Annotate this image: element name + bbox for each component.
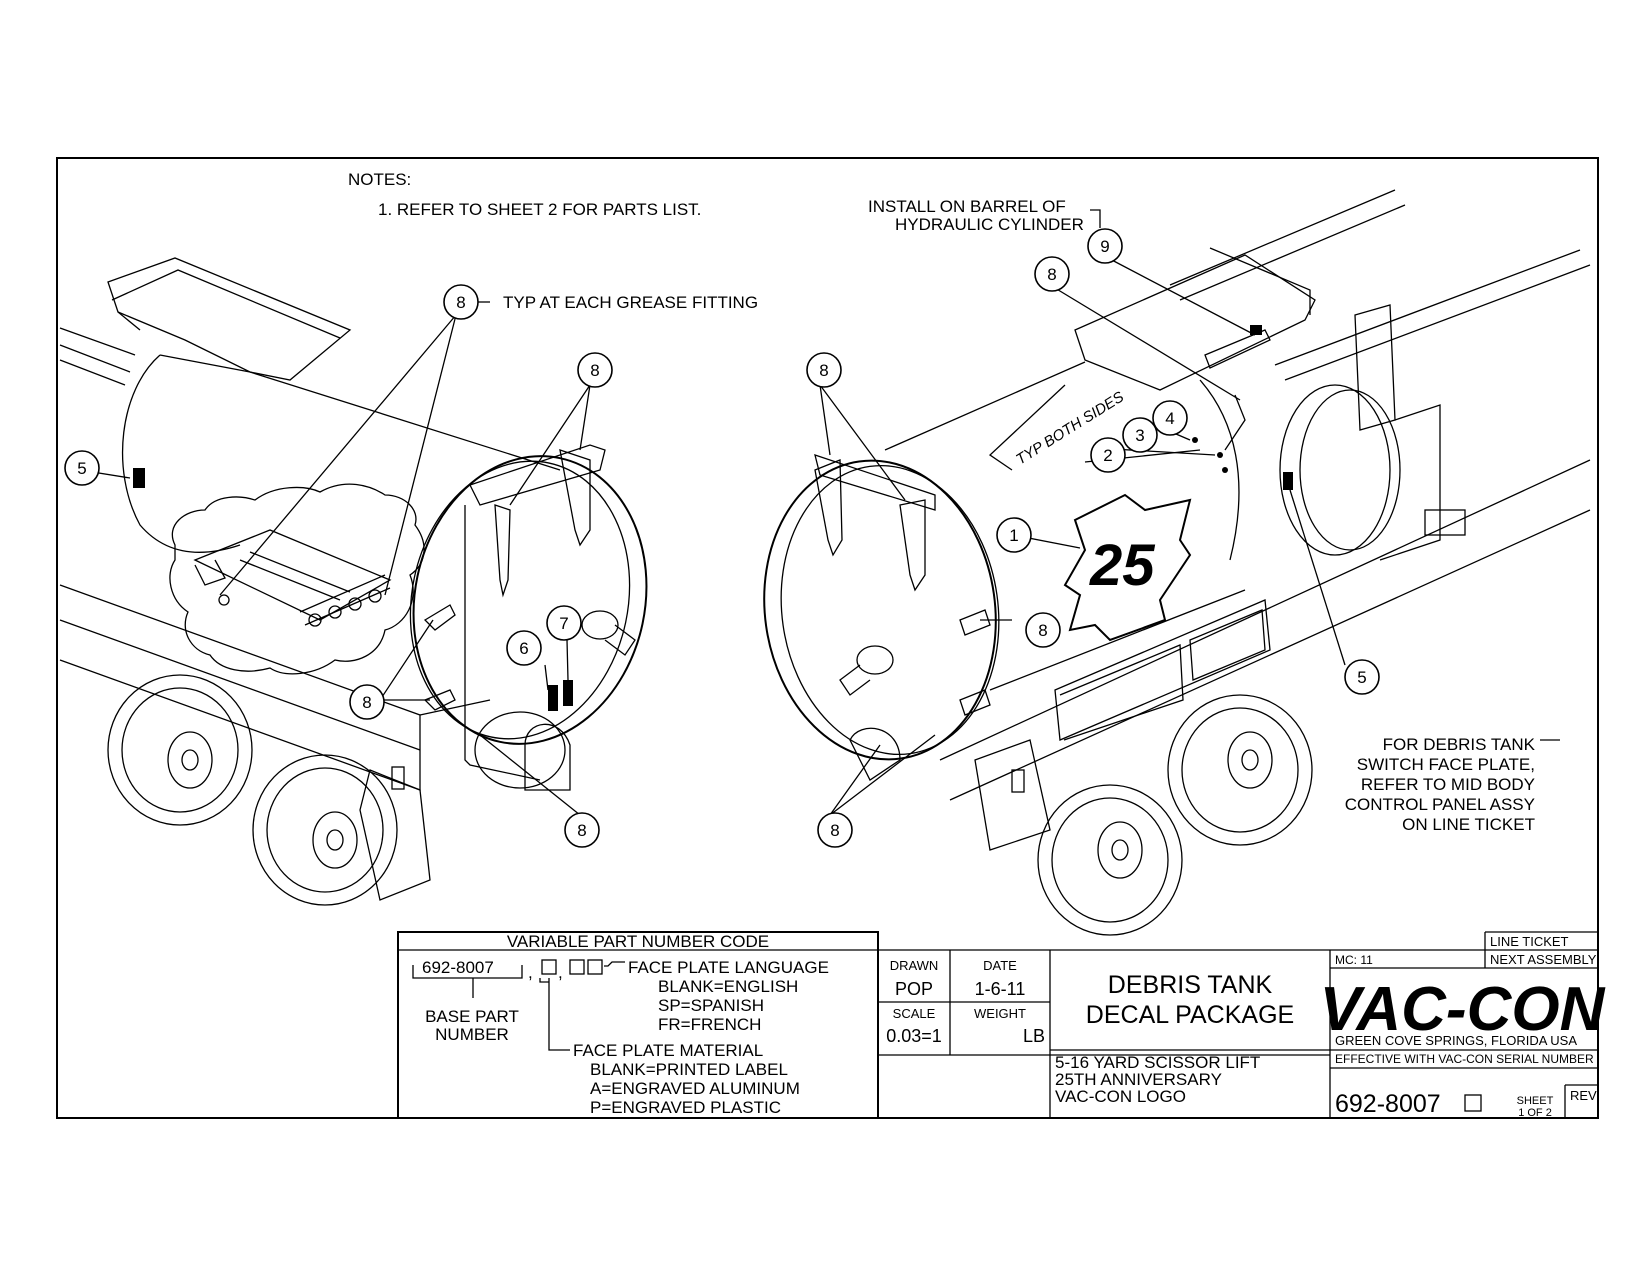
balloon-9: 9 xyxy=(1087,228,1123,264)
variable-code-title: VARIABLE PART NUMBER CODE xyxy=(507,932,769,951)
language-code-box-2 xyxy=(587,959,603,975)
weight-label: WEIGHT xyxy=(974,1006,1026,1021)
sheet-label: SHEET xyxy=(1517,1095,1554,1107)
svg-text:3: 3 xyxy=(1135,426,1144,445)
effective-label: EFFECTIVE WITH VAC-CON SERIAL NUMBER xyxy=(1335,1052,1594,1066)
desc-line3: VAC-CON LOGO xyxy=(1055,1087,1186,1106)
balloon-8: 8 xyxy=(1034,256,1070,292)
face-plate-note-line5: ON LINE TICKET xyxy=(1402,815,1535,834)
base-part-label-2: NUMBER xyxy=(435,1025,509,1044)
svg-text:7: 7 xyxy=(559,614,568,633)
scale-label: SCALE xyxy=(893,1006,936,1021)
svg-text:6: 6 xyxy=(519,639,528,658)
svg-text:,: , xyxy=(528,963,533,982)
callout-install-line1: INSTALL ON BARREL OF xyxy=(868,197,1066,216)
mc-label: MC: 11 xyxy=(1335,953,1373,967)
face-plate-note-line3: REFER TO MID BODY xyxy=(1361,775,1535,794)
balloon-3: 3 xyxy=(1122,417,1158,453)
svg-text:8: 8 xyxy=(362,693,371,712)
variable-part-number-box: VARIABLE PART NUMBER CODE 692-8007 BASE … xyxy=(397,931,879,1119)
svg-text:8: 8 xyxy=(1047,265,1056,284)
grease-fitting-detail-cloud xyxy=(169,483,425,675)
material-option-2: A=ENGRAVED ALUMINUM xyxy=(590,1079,800,1098)
leader-lines xyxy=(79,209,1560,816)
svg-text:8: 8 xyxy=(830,821,839,840)
balloon-8: 8 xyxy=(564,812,600,848)
company-location: GREEN COVE SPRINGS, FLORIDA USA xyxy=(1335,1033,1577,1048)
svg-text:8: 8 xyxy=(577,821,586,840)
svg-text:8: 8 xyxy=(456,293,465,312)
desc-line2: 25TH ANNIVERSARY xyxy=(1055,1070,1222,1089)
drawing-title-line1: DEBRIS TANK xyxy=(1108,971,1273,999)
anniversary-logo-text: 25 xyxy=(1089,533,1155,598)
decal-5-left xyxy=(133,468,145,488)
callout-install-line2: HYDRAULIC CYLINDER xyxy=(895,215,1084,234)
svg-text:8: 8 xyxy=(819,361,828,380)
drawing-title-line2: DECAL PACKAGE xyxy=(1086,1001,1294,1029)
svg-text:9: 9 xyxy=(1100,237,1109,256)
language-option-1: BLANK=ENGLISH xyxy=(658,977,798,996)
next-assembly-label: NEXT ASSEMBLY xyxy=(1490,952,1597,967)
svg-text:5: 5 xyxy=(1357,668,1366,687)
face-plate-note-line1: FOR DEBRIS TANK xyxy=(1383,735,1536,754)
left-truck-view xyxy=(59,257,648,906)
face-plate-material-label: FACE PLATE MATERIAL xyxy=(573,1041,763,1060)
face-plate-language-label: FACE PLATE LANGUAGE xyxy=(628,958,829,977)
date-label: DATE xyxy=(983,958,1017,973)
svg-text:4: 4 xyxy=(1165,409,1174,428)
balloon-8: 8 xyxy=(817,812,853,848)
part-number: 692-8007 xyxy=(1335,1090,1441,1118)
balloons: 8 8 5 6 7 8 8 9 8 8 4 3 2 1 8 5 8 xyxy=(64,228,1380,848)
balloon-8: 8 xyxy=(1025,612,1061,648)
right-truck-view: 25 xyxy=(763,189,1591,936)
material-option-3: P=ENGRAVED PLASTIC xyxy=(590,1098,781,1117)
face-plate-note-line2: SWITCH FACE PLATE, xyxy=(1357,755,1535,774)
title-block: DRAWN POP DATE 1-6-11 SCALE 0.03=1 WEIGH… xyxy=(878,931,1606,1119)
desc-line1: 5-16 YARD SCISSOR LIFT xyxy=(1055,1053,1260,1072)
language-option-2: SP=SPANISH xyxy=(658,996,764,1015)
decal-7 xyxy=(563,680,573,706)
sheet-value: 1 OF 2 xyxy=(1518,1107,1552,1119)
material-code-box xyxy=(541,959,557,975)
balloon-8: 8 xyxy=(443,284,479,320)
balloon-4: 4 xyxy=(1152,400,1188,436)
language-option-3: FR=FRENCH xyxy=(658,1015,761,1034)
notes-heading: NOTES: xyxy=(348,170,411,189)
base-part-number: 692-8007 xyxy=(422,958,494,977)
balloon-2: 2 xyxy=(1090,437,1126,473)
decal-5-right xyxy=(1283,472,1293,490)
base-part-label-1: BASE PART xyxy=(425,1007,519,1026)
drawn-label: DRAWN xyxy=(890,958,939,973)
rev-label: REV xyxy=(1570,1088,1597,1103)
balloon-1: 1 xyxy=(996,517,1032,553)
balloon-5: 5 xyxy=(1344,659,1380,695)
svg-text:,: , xyxy=(558,963,563,982)
face-plate-note-line4: CONTROL PANEL ASSY xyxy=(1345,795,1535,814)
svg-text:8: 8 xyxy=(1038,621,1047,640)
scale-value: 0.03=1 xyxy=(886,1026,942,1046)
weight-unit: LB xyxy=(1023,1026,1045,1046)
note-item-1: 1. REFER TO SHEET 2 FOR PARTS LIST. xyxy=(378,200,701,219)
balloon-8: 8 xyxy=(577,352,613,388)
line-ticket-label: LINE TICKET xyxy=(1490,934,1569,949)
part-number-suffix-box xyxy=(1464,1094,1482,1112)
material-option-1: BLANK=PRINTED LABEL xyxy=(590,1060,788,1079)
svg-text:8: 8 xyxy=(590,361,599,380)
svg-text:2: 2 xyxy=(1103,446,1112,465)
callout-typ-grease: TYP AT EACH GREASE FITTING xyxy=(503,293,758,312)
date-value: 1-6-11 xyxy=(975,979,1026,999)
anniversary-logo-decal xyxy=(1063,493,1192,642)
balloon-7: 7 xyxy=(546,605,582,641)
svg-text:1: 1 xyxy=(1009,526,1018,545)
svg-text:5: 5 xyxy=(77,459,86,478)
company-logo: VAC-CON xyxy=(1320,975,1606,1044)
balloon-8: 8 xyxy=(349,684,385,720)
balloon-5: 5 xyxy=(64,450,100,486)
balloon-8: 8 xyxy=(806,352,842,388)
balloon-6: 6 xyxy=(506,630,542,666)
language-code-box-1 xyxy=(569,959,585,975)
decal-6 xyxy=(548,685,558,711)
drawn-value: POP xyxy=(895,979,933,999)
